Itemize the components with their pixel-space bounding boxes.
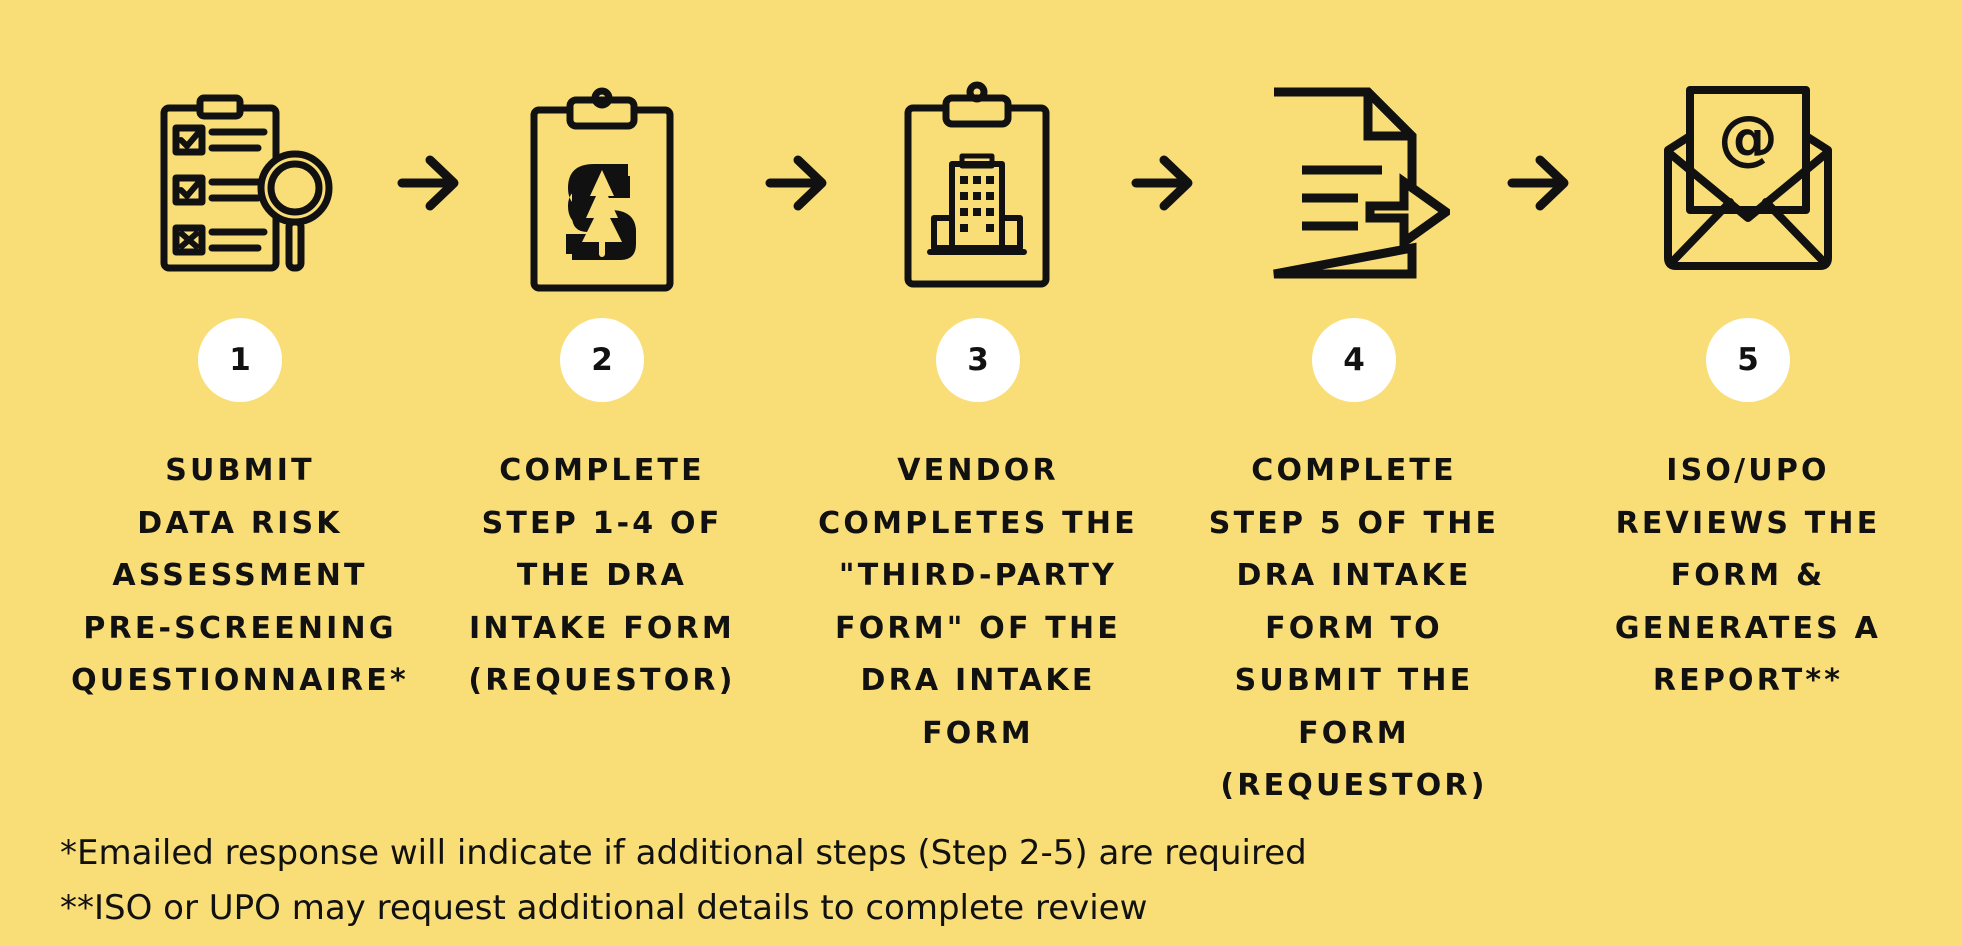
building-clipboard-icon <box>878 78 1078 298</box>
svg-text:@: @ <box>1718 103 1778 173</box>
document-send-icon <box>1250 78 1450 298</box>
email-envelope-icon: @ <box>1648 78 1848 298</box>
step-label-line: VENDOR <box>897 453 1059 488</box>
step-label-line: COMPLETES THE <box>818 505 1138 541</box>
step-label-line: FORM" OF THE <box>835 610 1121 646</box>
checklist-magnifier-icon <box>140 78 340 298</box>
arrow-right-icon <box>396 150 462 216</box>
step-label-line: COMPLETE <box>499 453 705 488</box>
footnote-additional-details: **ISO or UPO may request additional deta… <box>60 888 1148 928</box>
step-label-line: ISO/UPO <box>1666 453 1830 488</box>
arrow-right-icon <box>1506 150 1572 216</box>
step-number-badge: 3 <box>936 318 1020 402</box>
step-label-line: DATA RISK <box>137 505 343 541</box>
step-label-line: REVIEWS THE <box>1615 505 1881 541</box>
stanford-clipboard-icon <box>502 78 702 298</box>
step-3-description: VENDOR COMPLETES THE "THIRD-PARTY FORM" … <box>798 445 1158 760</box>
step-label-line: PRE-SCREENING <box>83 610 397 646</box>
step-label-line: SUBMIT <box>165 453 315 488</box>
step-label-line: STEP 1-4 OF <box>481 505 723 541</box>
step-number-badge: 4 <box>1312 318 1396 402</box>
step-label-line: FORM & <box>1670 558 1826 593</box>
step-number-badge: 2 <box>560 318 644 402</box>
step-label-line: THE DRA <box>516 558 688 593</box>
step-label-line: GENERATES A <box>1614 610 1882 646</box>
step-label-line: FORM <box>922 715 1034 751</box>
step-label-line: "THIRD-PARTY <box>838 558 1118 593</box>
step-label-line: DRA INTAKE <box>1236 558 1472 593</box>
step-number-badge: 1 <box>198 318 282 402</box>
step-label-line: (REQUESTOR) <box>468 663 736 698</box>
footnote-emailed-response: *Emailed response will indicate if addit… <box>60 833 1307 873</box>
step-2-description: COMPLETE STEP 1-4 OF THE DRA INTAKE FORM… <box>422 445 782 708</box>
step-label-line: (REQUESTOR) <box>1220 768 1488 803</box>
step-label-line: ASSESSMENT <box>112 558 368 593</box>
step-label-line: COMPLETE <box>1251 453 1457 488</box>
step-5-description: ISO/UPO REVIEWS THE FORM & GENERATES A R… <box>1568 445 1928 708</box>
step-number-badge: 5 <box>1706 318 1790 402</box>
arrow-right-icon <box>1130 150 1196 216</box>
step-label-line: FORM TO <box>1265 610 1443 646</box>
step-label-line: FORM <box>1298 715 1410 751</box>
arrow-right-icon <box>764 150 830 216</box>
step-label-line: DRA INTAKE <box>860 663 1096 698</box>
step-1-description: SUBMIT DATA RISK ASSESSMENT PRE-SCREENIN… <box>60 445 420 708</box>
step-label-line: INTAKE FORM <box>469 610 735 646</box>
step-4-description: COMPLETE STEP 5 OF THE DRA INTAKE FORM T… <box>1174 445 1534 813</box>
step-label-line: QUESTIONNAIRE* <box>71 663 409 698</box>
step-label-line: STEP 5 OF THE <box>1208 505 1500 541</box>
step-label-line: REPORT** <box>1652 663 1844 698</box>
step-label-line: SUBMIT THE <box>1234 663 1474 698</box>
